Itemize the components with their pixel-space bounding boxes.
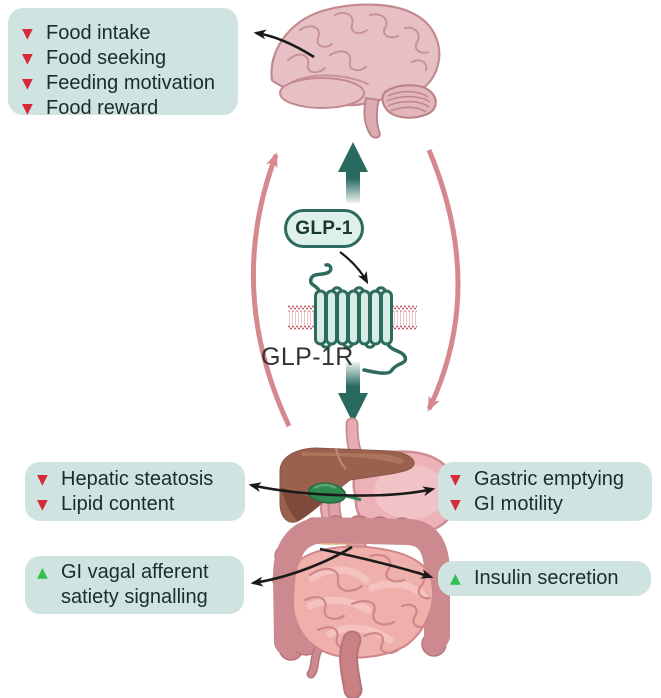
gut-to-brain-feedback-arrow [250,152,292,428]
effect-label: Food reward [46,97,159,119]
effect-label: Feeding motivation [46,72,215,94]
effect-row: ▼ Food reward [22,96,232,121]
hepatic-effects-box: ▼ Hepatic steatosis ▼ Lipid content [25,462,245,521]
decrease-icon: ▼ [37,471,48,488]
effect-label: GI vagal afferent [61,561,209,583]
increase-icon: ▲ [37,564,48,581]
receptor-n-terminus [308,263,333,295]
brain-to-gut-feedback-arrow [426,149,461,412]
receptor-c-terminus [362,340,408,375]
glp1-receptor [308,263,408,375]
arrow-gut-to-insulin-box [319,547,434,579]
effect-row: ▼ GI motility [450,492,646,517]
decrease-icon: ▼ [22,50,33,67]
effect-label: Gastric emptying [474,468,625,490]
effect-label: Food seeking [46,47,167,69]
glp1r-to-brain-arrow [338,142,368,203]
effect-label: satiety signalling [61,586,208,608]
effect-row: ▲ GI vagal afferent [37,560,238,585]
small-intestine-illustration [291,545,434,659]
effect-row: ▼ Lipid content [37,492,239,517]
effect-label: GI motility [474,493,563,515]
decrease-icon: ▼ [37,496,48,513]
arrow-glp1-to-receptor [339,251,369,285]
effect-row: ▲ Insulin secretion [450,566,645,591]
effect-row: satiety signalling [37,585,238,610]
decrease-icon: ▼ [22,100,33,117]
vagal-effects-box: ▲ GI vagal afferent satiety signalling [25,556,244,614]
brain-illustration [270,3,441,139]
arrow-brain-to-brain-effects-box [253,29,315,59]
glp1r-to-gut-arrow [338,362,368,423]
decrease-icon: ▼ [22,25,33,42]
effect-label: Hepatic steatosis [61,468,214,490]
gastric-effects-box: ▼ Gastric emptying ▼ GI motility [438,462,652,521]
effect-row: ▼ Hepatic steatosis [37,467,239,492]
glp1-ligand-pill: GLP-1 [284,209,364,248]
effect-row: ▼ Gastric emptying [450,467,646,492]
effect-row: ▼ Food intake [22,21,232,46]
arrow-liver-stomach-to-side-boxes [248,482,436,497]
effect-label: Lipid content [61,493,175,515]
decrease-icon: ▼ [450,496,461,513]
insulin-effects-box: ▲ Insulin secretion [438,561,651,596]
effect-row: ▼ Food seeking [22,46,232,71]
decrease-icon: ▼ [22,75,33,92]
large-intestine-illustration [272,515,450,679]
arrow-gut-to-vagal-box [250,545,353,587]
increase-icon: ▲ [450,570,461,587]
effect-row: ▼ Feeding motivation [22,71,232,96]
effect-label: Insulin secretion [474,567,619,589]
digestive-system-illustration [272,417,460,698]
decrease-icon: ▼ [450,471,461,488]
glp1r-receptor-label: GLP-1R [261,343,354,371]
brainstem [363,96,381,139]
effect-label: Food intake [46,22,151,44]
brain-effects-box: ▼ Food intake ▼ Food seeking ▼ Feeding m… [8,8,238,119]
